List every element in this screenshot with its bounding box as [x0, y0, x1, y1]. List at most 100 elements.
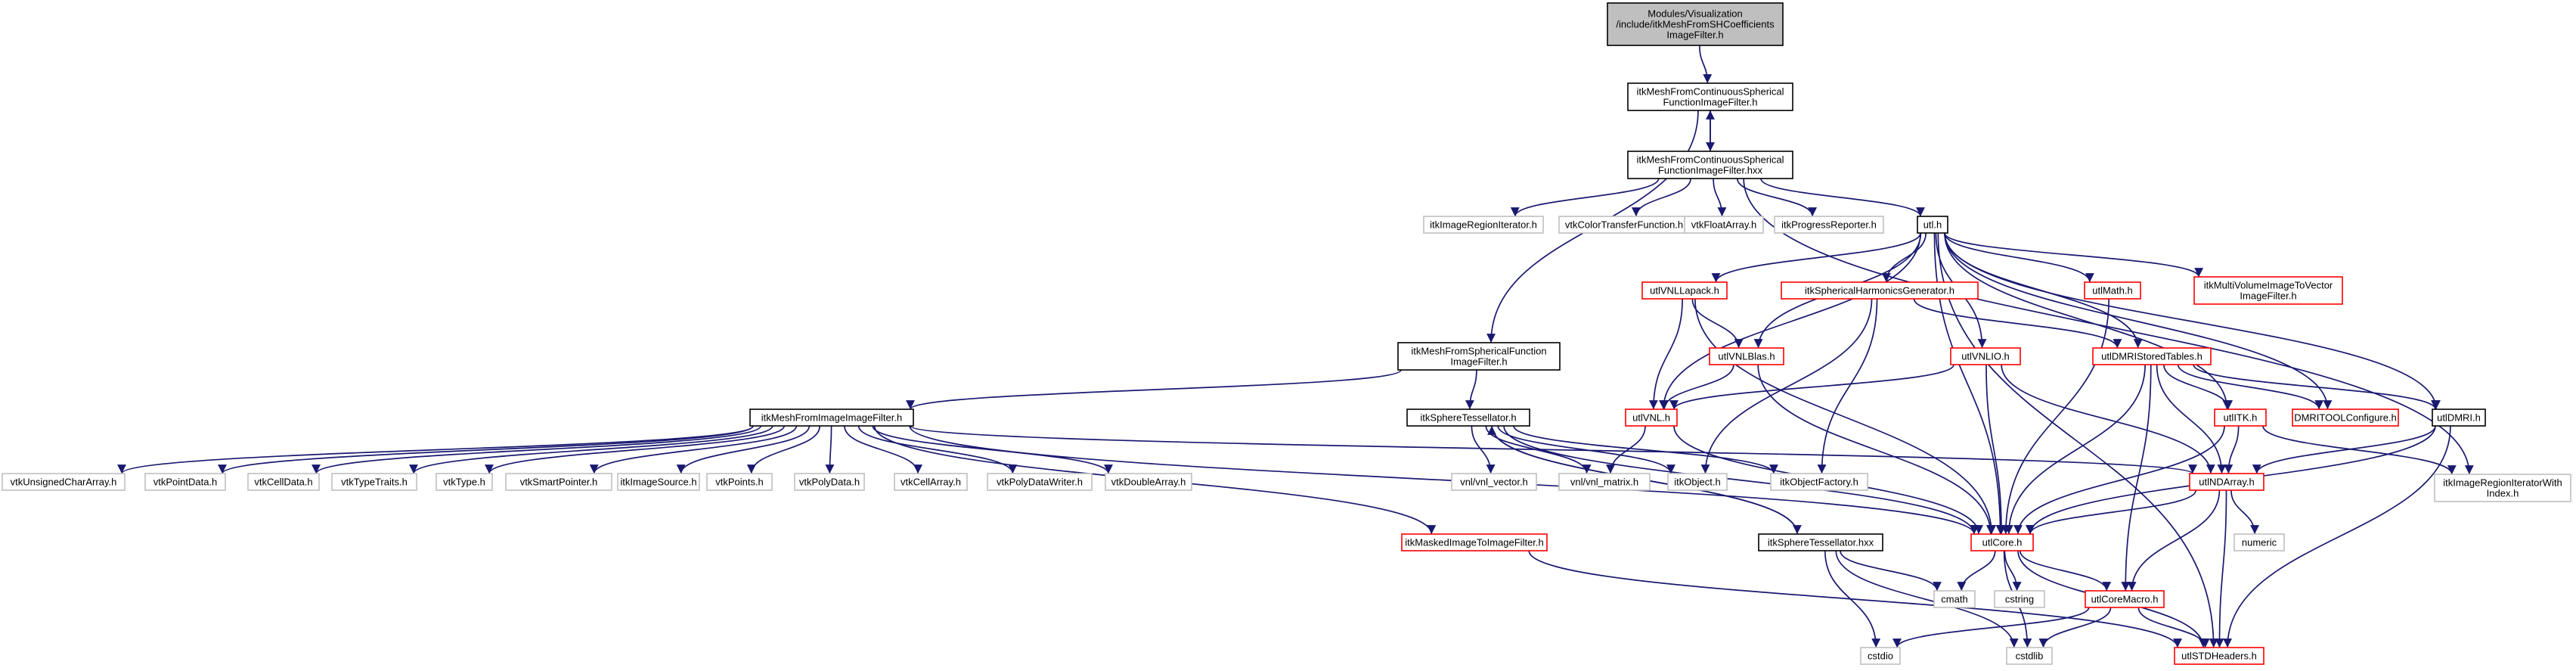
edge-dmristored-to-utlcore	[2004, 364, 2146, 535]
node-label: utlDMRI.h	[2437, 412, 2481, 424]
node-tessh[interactable]: itkSphereTessellator.h	[1406, 409, 1530, 427]
node-box	[1770, 473, 1868, 491]
edge-tessh-to-utlcore	[1503, 425, 1979, 535]
edge-dmristored-to-utldmri	[2193, 364, 2440, 410]
edge-vnlblas-to-utlvnl	[1660, 364, 1734, 410]
edge-meshimg-to-smartptr	[589, 425, 798, 474]
node-polydata: vtkPolyData.h	[794, 473, 865, 491]
node-label: vtkCellData.h	[254, 477, 312, 488]
node-label: itkMeshFromContinuousSpherical	[1636, 154, 1784, 166]
node-pointdata: vtkPointData.h	[144, 473, 226, 491]
edge-meshimg-to-polydata	[825, 425, 835, 474]
node-tesshxx[interactable]: itkSphereTessellator.hxx	[1758, 533, 1883, 551]
node-label: itkMeshFromImageImageFilter.h	[761, 412, 902, 424]
node-box	[1607, 2, 1784, 46]
edge-meshimg-to-utlcore	[909, 425, 1979, 535]
node-label: ImageFilter.h	[1450, 356, 1507, 368]
node-box	[1933, 590, 1976, 608]
edge-meshimg-to-typetraits	[409, 425, 773, 474]
edge-meshimg-to-celldata	[312, 425, 762, 474]
edge-utlh-to-dmritool	[1944, 232, 2333, 410]
node-label: vtkSmartPointer.h	[520, 477, 598, 488]
node-lapack[interactable]: utlVNLLapack.h	[1641, 281, 1728, 300]
node-box	[1105, 473, 1192, 491]
edge-shgen-to-objfactory	[1817, 298, 1878, 474]
node-vnlio[interactable]: utlVNLIO.h	[1950, 347, 2021, 365]
node-celldata: vtkCellData.h	[247, 473, 320, 491]
edge-utlitk-to-utlcore	[2013, 425, 2225, 535]
edge-tessh-to-itkobject	[1497, 425, 1675, 474]
node-coremacro[interactable]: utlCoreMacro.h	[2085, 590, 2165, 608]
node-box	[1781, 281, 1979, 300]
node-label: ImageFilter.h	[2240, 290, 2296, 302]
edge-sphfunc-to-meshimg	[906, 369, 1402, 410]
node-utldmri[interactable]: utlDMRI.h	[2432, 409, 2486, 427]
node-box	[1641, 281, 1728, 300]
node-vnlblas[interactable]: utlVNLBlas.h	[1709, 347, 1784, 365]
node-label: vtkPoints.h	[715, 477, 764, 488]
node-cont_hxx[interactable]: itkMeshFromContinuousSphericalFunctionIm…	[1627, 151, 1793, 179]
edge-utlh-to-shgen	[1881, 232, 1927, 283]
node-box	[1917, 216, 1948, 234]
node-sphfunc[interactable]: itkMeshFromSphericalFunctionImageFilter.…	[1397, 342, 1561, 371]
node-box	[1950, 347, 2021, 365]
node-ndarray[interactable]: utlNDArray.h	[2189, 473, 2264, 491]
edge-utlh-to-stdheaders	[1937, 232, 2218, 648]
node-label: itkMeshFromSphericalFunction	[1411, 346, 1546, 357]
node-dmristored[interactable]: utlDMRIStoredTables.h	[2092, 347, 2212, 365]
edge-meshimg-to-imgsource	[676, 425, 811, 474]
node-cstdlib: cstdlib	[2006, 647, 2053, 665]
node-box	[1401, 533, 1548, 551]
node-box	[2092, 347, 2212, 365]
edge-tesshxx-to-cstdlib	[1835, 550, 2019, 648]
node-box	[1625, 409, 1678, 427]
node-label: utlDMRIStoredTables.h	[2101, 351, 2202, 362]
node-stdheaders[interactable]: utlSTDHeaders.h	[2174, 647, 2264, 665]
edge-utldmri-to-stdheaders	[2223, 425, 2451, 648]
edge-meshimg-to-vtktype	[485, 425, 785, 474]
edge-root-to-cont_h	[1698, 45, 1713, 84]
node-root[interactable]: Modules/Visualization/include/itkMeshFro…	[1607, 2, 1784, 46]
edge-meshimg-to-cellarray	[844, 425, 922, 474]
node-box	[436, 473, 493, 491]
edge-masked-to-stdheaders	[1528, 550, 2182, 648]
edge-meshimg-to-polywriter	[857, 425, 1018, 474]
node-utlitk[interactable]: utlITK.h	[2214, 409, 2267, 427]
edge-meshimg-to-ndarray	[910, 425, 2197, 474]
node-box	[1667, 473, 1728, 491]
node-cmath: cmath	[1933, 590, 1976, 608]
edge-utlitk-to-ndarray	[2224, 425, 2240, 474]
node-utlvnl[interactable]: utlVNL.h	[1625, 409, 1678, 427]
node-utlmath[interactable]: utlMath.h	[2084, 281, 2141, 300]
edge-dmristored-to-utlitk	[2163, 364, 2233, 410]
node-masked[interactable]: itkMaskedImageToImageFilter.h	[1401, 533, 1548, 551]
node-box	[2085, 590, 2165, 608]
node-meshimg[interactable]: itkMeshFromImageImageFilter.h	[749, 409, 914, 427]
node-box	[1758, 533, 1883, 551]
node-polywriter: vtkPolyDataWriter.h	[987, 473, 1093, 491]
edge-meshimg-to-vtkpoints	[746, 425, 821, 474]
node-label: vnl/vnl_matrix.h	[1570, 477, 1638, 488]
node-vtkcolor: vtkColorTransferFunction.h	[1558, 216, 1690, 234]
node-label: itkSphereTessellator.hxx	[1768, 537, 1874, 548]
node-box	[144, 473, 226, 491]
node-box	[1994, 590, 2045, 608]
node-utlcore[interactable]: utlCore.h	[1970, 533, 2034, 551]
node-label: itkImageRegionIterator.h	[1430, 219, 1537, 231]
node-shgen[interactable]: itkSphericalHarmonicsGenerator.h	[1781, 281, 1979, 300]
node-cstring: cstring	[1994, 590, 2045, 608]
node-label: utlITK.h	[2224, 412, 2258, 424]
node-label: vtkUnsignedCharArray.h	[11, 477, 117, 488]
node-utlh[interactable]: utl.h	[1917, 216, 1948, 234]
node-label: vtkTypeTraits.h	[341, 477, 408, 488]
edge-tesshxx-to-cmath	[1840, 550, 1942, 592]
node-cont_h[interactable]: itkMeshFromContinuousSphericalFunctionIm…	[1627, 82, 1793, 111]
node-label: /include/itkMeshFromSHCoefficients	[1616, 19, 1775, 30]
node-label: utlVNLIO.h	[1961, 351, 2010, 362]
edge-cont_hxx-to-vtkcolor	[1631, 178, 1691, 217]
node-dmritool[interactable]: DMRITOOLConfigure.h	[2292, 409, 2399, 427]
edge-dmristored-to-dmritool	[2177, 364, 2324, 410]
node-box	[894, 473, 968, 491]
node-box	[1860, 647, 1901, 665]
